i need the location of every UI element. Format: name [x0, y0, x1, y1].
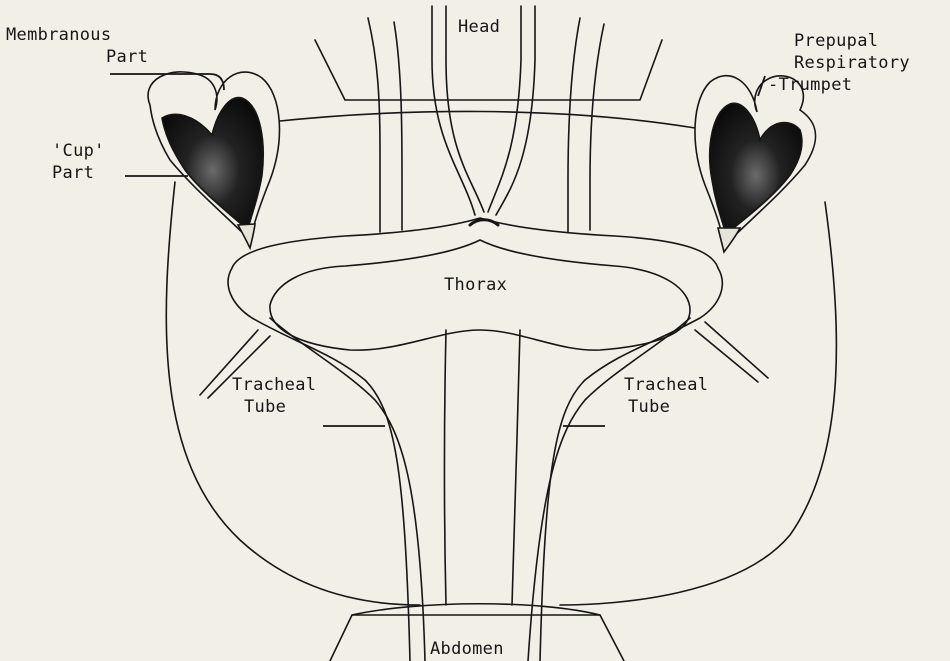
abdomen-label: Abdomen [430, 638, 504, 660]
membranous-part-label-line-2: Part [6, 46, 148, 68]
prepupal-trumpet-label: Prepupal Respiratory -Trumpet [768, 30, 910, 96]
prepupal-trumpet-label-line-3: -Trumpet [768, 74, 910, 96]
tracheal-tube-left-line-2: Tube [232, 396, 316, 418]
tracheal-tube-right-line-1: Tracheal [624, 374, 708, 396]
cup-part-label: 'Cup' Part [52, 140, 105, 184]
tracheal-tube-right-label: Tracheal Tube [624, 374, 708, 418]
head-outline [315, 40, 662, 100]
membranous-part-label-line-1: Membranous [6, 24, 148, 46]
membranous-part-label: Membranous Part [6, 24, 148, 68]
head-label: Head [458, 16, 500, 38]
cup-part-label-line-2: Part [52, 162, 105, 184]
tracheal-tube-left-label: Tracheal Tube [232, 374, 316, 418]
right-trumpet [695, 76, 816, 252]
cup-part-label-line-1: 'Cup' [52, 140, 105, 162]
prepupal-trumpet-label-line-1: Prepupal [768, 30, 910, 52]
prepupal-trumpet-label-line-2: Respiratory [768, 52, 910, 74]
thorax-label: Thorax [444, 274, 507, 296]
tracheal-tube-left-line-1: Tracheal [232, 374, 316, 396]
left-trumpet [148, 72, 279, 248]
thorax-top-edge [270, 111, 695, 128]
tracheal-tube-right-line-2: Tube [624, 396, 708, 418]
